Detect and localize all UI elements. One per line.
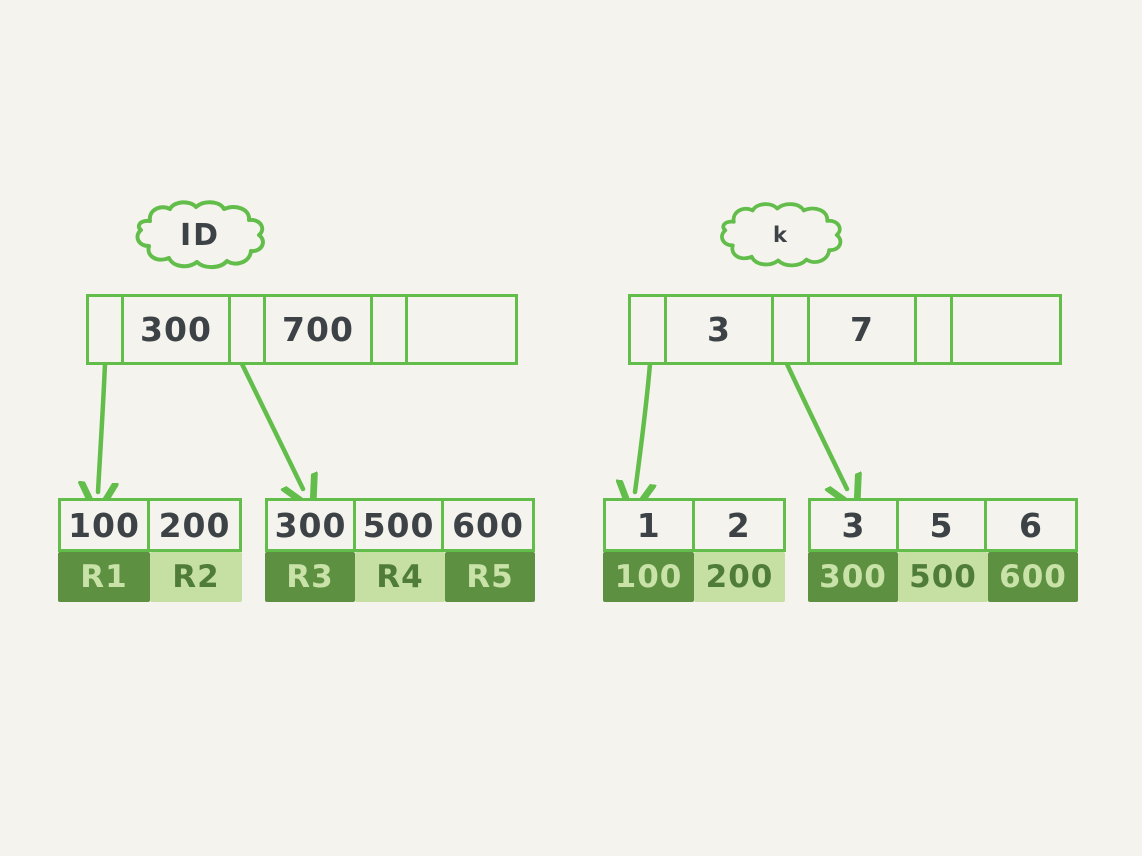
leaf-node-id-1-values: R1 R2 [58, 552, 242, 602]
leaf-key-cell: 5 [899, 501, 988, 549]
root-k-empty-slot [953, 297, 1059, 362]
arrow-right-root-to-leaf-4 [784, 361, 847, 489]
leaf-value-cell: 300 [808, 552, 898, 602]
root-k-key-3: 3 [667, 297, 774, 362]
leaf-value-cell: R5 [445, 552, 535, 602]
leaf-value-cell: 100 [603, 552, 694, 602]
leaf-key-cell: 1 [606, 501, 695, 549]
leaf-value-cell: 600 [988, 552, 1078, 602]
arrow-left-root-to-leaf-2 [239, 361, 303, 489]
root-id-pointer-1[interactable] [231, 297, 266, 362]
leaf-key-cell: 300 [268, 501, 357, 549]
leaf-node-id-2: 300 500 600 R3 R4 R5 [265, 498, 535, 602]
leaf-node-k-1: 1 2 100 200 [603, 498, 786, 602]
cloud-icon [135, 200, 265, 270]
leaf-node-k-2-values: 300 500 600 [808, 552, 1078, 602]
root-node-id: 300 700 [86, 294, 518, 365]
leaf-value-cell: R3 [265, 552, 355, 602]
cloud-label-k-text: k [773, 223, 789, 247]
leaf-key-cell: 6 [1019, 505, 1043, 545]
cloud-label-id-text: ID [179, 217, 221, 253]
leaf-node-id-1-keys: 100 200 [58, 498, 242, 552]
root-k-pointer-0[interactable] [631, 297, 667, 362]
leaf-key-cell: 3 [811, 501, 900, 549]
leaf-key-cell: 2 [726, 505, 751, 545]
root-id-key-300: 300 [124, 297, 231, 362]
root-k-key-7: 7 [810, 297, 917, 362]
leaf-key-cell: 200 [158, 505, 231, 545]
leaf-key-cell: 600 [452, 505, 524, 545]
root-id-pointer-0[interactable] [89, 297, 124, 362]
leaf-key-cell: 100 [61, 501, 151, 549]
leaf-value-cell: 200 [694, 552, 785, 602]
root-id-key-700: 700 [266, 297, 373, 362]
leaf-node-id-2-values: R3 R4 R5 [265, 552, 535, 602]
root-id-empty-slot [408, 297, 515, 362]
root-id-pointer-2[interactable] [373, 297, 408, 362]
cloud-label-id: ID [128, 199, 272, 271]
arrow-left-root-to-leaf-1 [98, 361, 105, 492]
cloud-label-k: k [713, 201, 849, 269]
leaf-node-k-2-keys: 3 5 6 [808, 498, 1078, 552]
cloud-icon [720, 202, 843, 268]
leaf-key-cell: 500 [356, 501, 445, 549]
leaf-value-cell: 500 [898, 552, 988, 602]
leaf-node-k-2: 3 5 6 300 500 600 [808, 498, 1078, 602]
leaf-node-id-1: 100 200 R1 R2 [58, 498, 242, 602]
leaf-node-id-2-keys: 300 500 600 [265, 498, 535, 552]
leaf-value-cell: R2 [150, 552, 242, 602]
arrow-right-root-to-leaf-3 [635, 361, 650, 492]
leaf-node-k-1-keys: 1 2 [603, 498, 786, 552]
root-k-pointer-1[interactable] [774, 297, 810, 362]
root-node-k: 3 7 [628, 294, 1062, 365]
leaf-node-k-1-values: 100 200 [603, 552, 786, 602]
leaf-value-cell: R4 [355, 552, 445, 602]
leaf-value-cell: R1 [58, 552, 150, 602]
root-k-pointer-2[interactable] [917, 297, 953, 362]
